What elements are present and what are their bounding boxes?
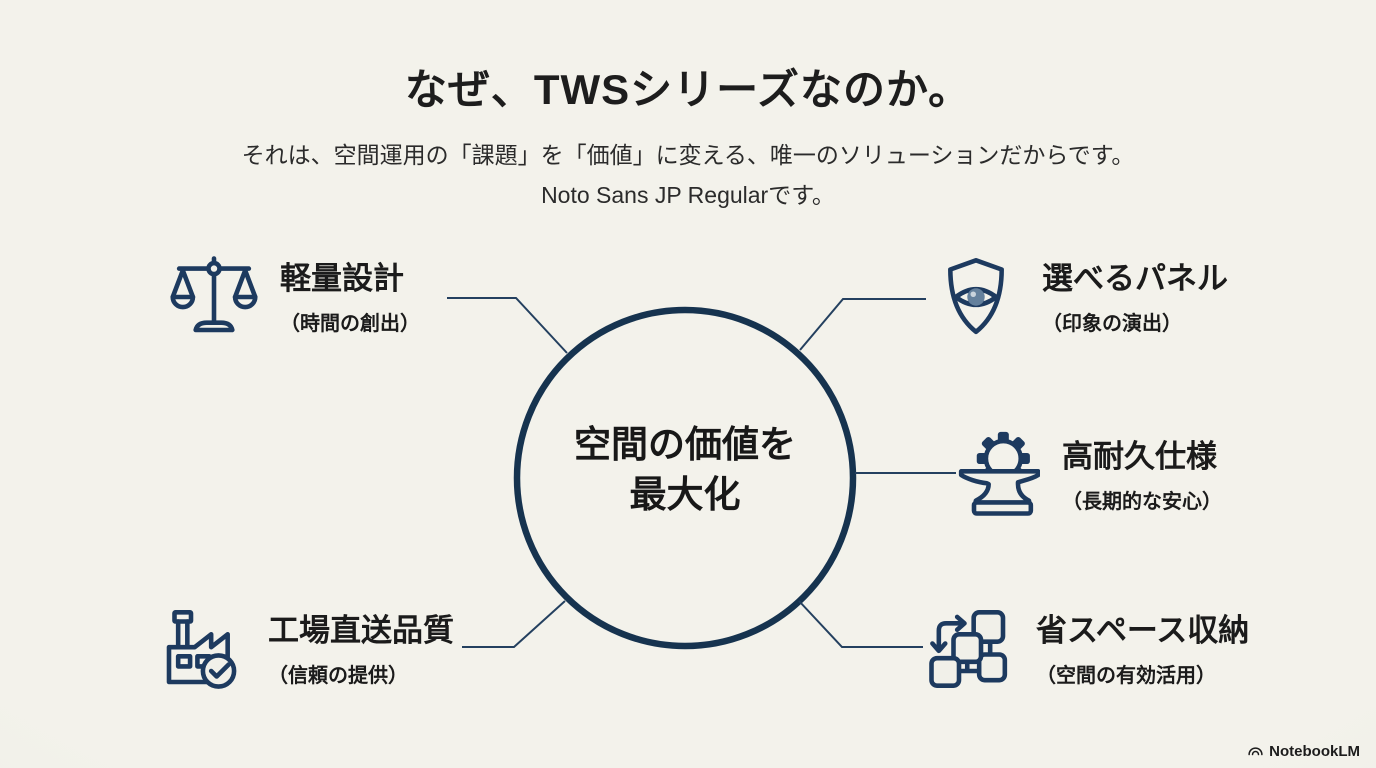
feature-text: 省スペース収納 （空間の有効活用）: [1036, 604, 1249, 688]
feature-subtitle: （長期的な安心）: [1062, 491, 1222, 514]
feature-title: 軽量設計: [280, 261, 404, 296]
feature-subtitle: （時間の創出）: [280, 313, 420, 336]
feature-subtitle: （信頼の提供）: [268, 665, 408, 688]
notebooklm-logo-icon: [1248, 747, 1263, 756]
feature-text: 軽量設計 （時間の創出）: [280, 252, 420, 336]
notebooklm-label: NotebookLM: [1269, 743, 1360, 760]
balance-scale-icon: [170, 256, 258, 333]
connector-bottom-left: [462, 600, 566, 648]
feature-text: 高耐久仕様 （長期的な安心）: [1062, 430, 1222, 514]
feature-subtitle: （空間の有効活用）: [1036, 665, 1216, 688]
feature-title: 工場直送品質: [268, 613, 454, 648]
shield-eye-icon: [948, 258, 1004, 335]
feature-item-lightweight: 軽量設計 （時間の創出）: [170, 252, 420, 342]
stacked-boxes-icon: [929, 610, 1008, 688]
feature-subtitle: （印象の演出）: [1042, 313, 1182, 336]
subtitle-line-2: Noto Sans JP Regularです。: [541, 182, 835, 208]
feature-title: 高耐久仕様: [1062, 439, 1217, 474]
feature-text: 工場直送品質 （信頼の提供）: [268, 604, 454, 688]
connector-top-right: [799, 298, 926, 351]
hub-label-line2: 最大化: [629, 474, 741, 515]
feature-item-durability: 高耐久仕様 （長期的な安心）: [952, 430, 1222, 520]
page-title: なぜ、TWSシリーズなのか。: [404, 66, 972, 113]
feature-item-factory-quality: 工場直送品質 （信頼の提供）: [158, 604, 454, 694]
hub-label: 空間の価値を 最大化: [485, 420, 885, 520]
feature-title: 選べるパネル: [1042, 261, 1228, 296]
connector-top-left: [447, 297, 568, 354]
feature-item-panels: 選べるパネル （印象の演出）: [932, 252, 1228, 342]
subtitle-line-1: それは、空間運用の「課題」を「価値」に変える、唯一のソリューションだからです。: [241, 142, 1135, 168]
hub-circle: [513, 306, 857, 650]
notebooklm-watermark: NotebookLM: [1247, 743, 1360, 760]
factory-check-icon: [166, 610, 237, 689]
feature-text: 選べるパネル （印象の演出）: [1042, 252, 1228, 336]
feature-title: 省スペース収納: [1036, 613, 1250, 648]
feature-item-storage: 省スペース収納 （空間の有効活用）: [926, 604, 1249, 694]
connector-bottom-right: [798, 600, 923, 648]
anvil-gear-icon: [958, 431, 1040, 516]
hub-label-line1: 空間の価値を: [574, 424, 796, 465]
